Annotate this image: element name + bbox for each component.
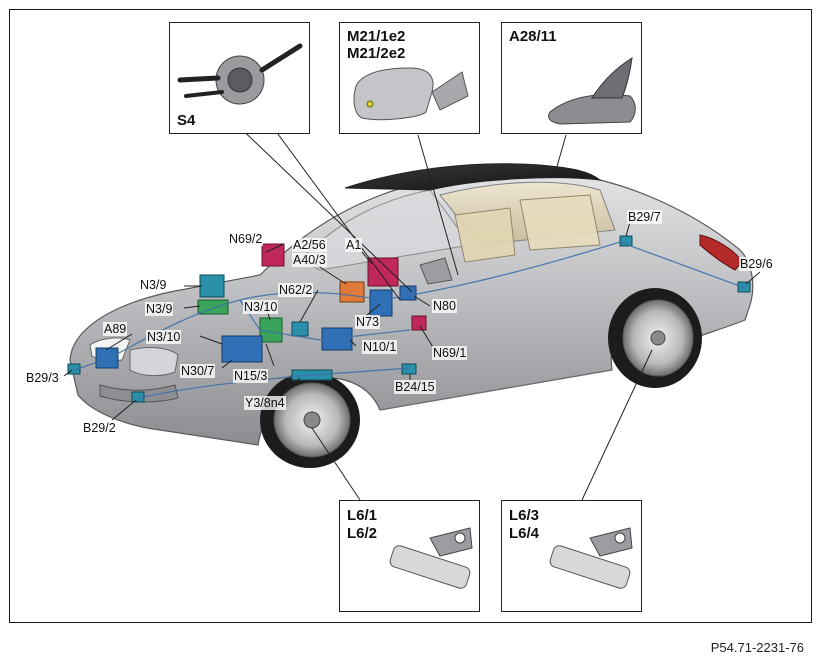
module-n10-1 [321,327,353,351]
callout-n62-2: N62/2 [278,283,314,297]
callout-b29-7: B29/7 [627,210,662,224]
diagram-frame [9,9,812,623]
inset-mirror: M21/1e2 M21/2e2 [339,22,480,134]
inset-rear-brake-label-2: L6/4 [509,525,540,542]
inset-s4: S4 [169,22,310,134]
module-a40-3 [339,281,365,303]
callout-n3-9-upper: N3/9 [139,278,168,292]
callout-n69-1: N69/1 [432,346,468,360]
front-wheel [260,372,360,468]
callout-b29-6: B29/6 [739,257,774,271]
module-n69-1 [411,315,427,331]
callout-n3-10-upper: N3/10 [243,300,279,314]
rear-wheel [608,288,702,388]
inset-s4-label: S4 [177,112,196,129]
figure-reference: P54.71-2231-76 [710,640,804,655]
callout-a89: A89 [103,322,128,336]
inset-mirror-label-2: M21/2e2 [347,45,406,62]
module-n62-2 [291,321,309,337]
inset-mirror-label-1: M21/1e2 [347,28,406,45]
module-n73 [369,289,393,317]
inset-rear-brake-sensor: L6/3 L6/4 [501,500,642,612]
module-n30-7 [221,335,263,363]
callout-n15-3: N15/3 [233,369,269,383]
callout-n3-10-lower: N3/10 [146,330,182,344]
callout-a1: A1 [345,238,363,252]
callout-n30-7: N30/7 [180,364,216,378]
callout-n69-2: N69/2 [228,232,264,246]
callout-n73: N73 [355,315,380,329]
callout-y3-8n4: Y3/8n4 [244,396,286,410]
callout-n80: N80 [432,299,457,313]
inset-antenna-label: A28/11 [509,28,557,45]
inset-rear-brake-label-1: L6/3 [509,507,540,524]
inset-front-brake-label-1: L6/1 [347,507,378,524]
sensor-b29-3 [67,363,81,375]
inset-antenna: A28/11 [501,22,642,134]
module-n69-2 [261,243,285,267]
callout-a2-56: A2/56 [292,238,327,252]
callout-b29-3: B29/3 [25,371,60,385]
inset-front-brake-sensor: L6/1 L6/2 [339,500,480,612]
inset-front-brake-label-2: L6/2 [347,525,378,542]
callout-n10-1: N10/1 [362,340,398,354]
callout-n3-9-lower: N3/9 [145,302,174,316]
module-n3-9a [199,274,225,298]
module-a89 [95,347,119,369]
callout-a40-3: A40/3 [292,253,327,267]
callout-b29-2: B29/2 [82,421,117,435]
callout-b24-15: B24/15 [394,380,436,394]
